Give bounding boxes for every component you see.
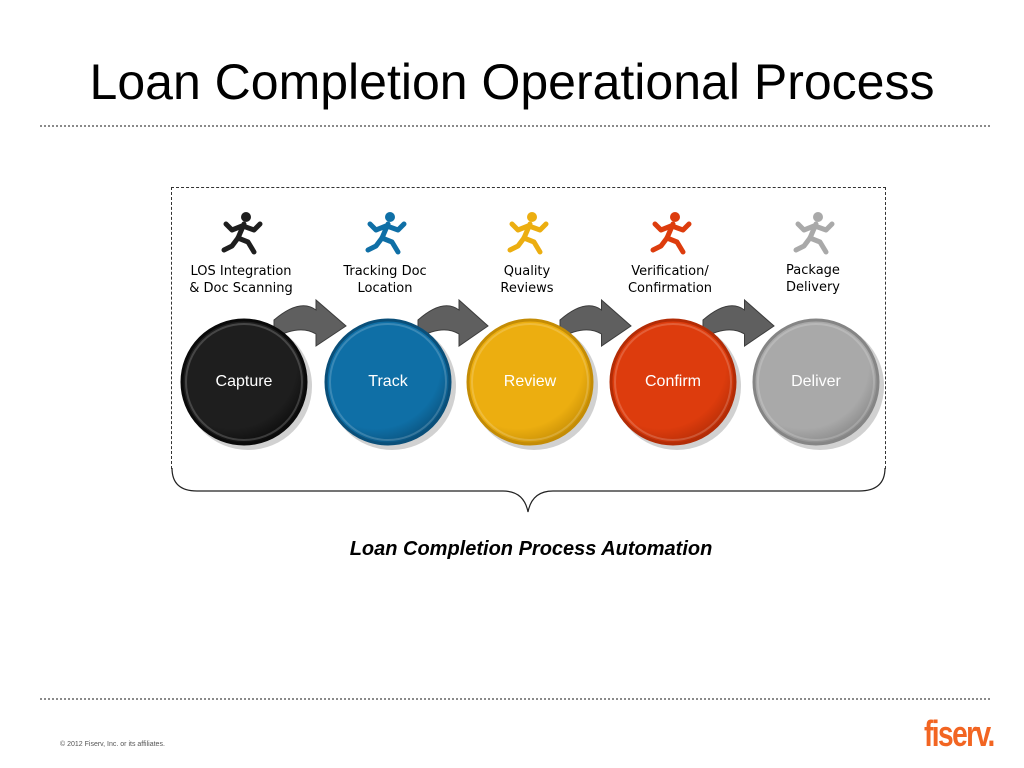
- step-label-line-1: LOS Integration: [190, 264, 292, 279]
- step-label-line-2: Location: [357, 281, 413, 296]
- step-circle-rim: [329, 323, 447, 441]
- running-man-icon: [793, 212, 835, 255]
- step-label-line-1: Package: [786, 263, 840, 278]
- curly-brace: [171, 467, 886, 513]
- step-circles: [180, 318, 884, 450]
- running-man-icon: [365, 212, 407, 255]
- step-circle-2: [324, 318, 452, 446]
- step-circle-1: [180, 318, 308, 446]
- step-circle-4: [609, 318, 737, 446]
- step-label-line-2: Confirmation: [627, 281, 713, 296]
- connector-arrows: [273, 298, 775, 347]
- step-circle-rim: [471, 323, 589, 441]
- step-circle-3: [466, 318, 594, 446]
- circle-label-2: Track: [368, 373, 408, 390]
- slide-title: Loan Completion Operational Process: [89, 54, 935, 110]
- process-caption: Loan Completion Process Automation: [349, 538, 713, 560]
- connector-arrow-4: [702, 298, 775, 347]
- circle-label-1: Capture: [215, 373, 273, 390]
- step-label-line-1: Quality: [503, 264, 551, 279]
- connector-arrow-3: [559, 298, 632, 347]
- step-icons: [221, 212, 835, 255]
- step-label-line-2: Delivery: [786, 280, 840, 295]
- circle-label-3: Review: [503, 373, 557, 390]
- step-label-1: LOS Integration & Doc Scanning: [171, 263, 311, 297]
- copyright-notice: © 2012 Fiserv, Inc. or its affiliates.: [60, 741, 165, 748]
- connector-arrow-2: [417, 298, 489, 347]
- circle-label-4: Confirm: [644, 373, 701, 390]
- step-label-line-1: Tracking Doc: [343, 264, 427, 279]
- step-circle-rim: [757, 323, 875, 441]
- running-man-icon: [650, 212, 692, 255]
- step-label-4: Verification/Confirmation: [600, 263, 740, 297]
- step-circle-rim: [614, 323, 732, 441]
- step-label-line-2: Reviews: [500, 281, 554, 296]
- step-label-line-1: Verification/: [631, 264, 709, 279]
- step-label-line-2: & Doc Scanning: [189, 281, 293, 296]
- circle-label-5: Deliver: [791, 373, 841, 390]
- running-man-icon: [221, 212, 263, 255]
- step-circle-5: [752, 318, 880, 446]
- dashed-frame: [171, 187, 886, 469]
- top-dotted-divider: [40, 125, 990, 127]
- step-circle-rim: [185, 323, 303, 441]
- bottom-dotted-divider: [40, 698, 990, 700]
- fiserv-logo: fiserv.: [924, 713, 995, 754]
- running-man-icon: [507, 212, 549, 255]
- connector-arrow-1: [273, 298, 347, 347]
